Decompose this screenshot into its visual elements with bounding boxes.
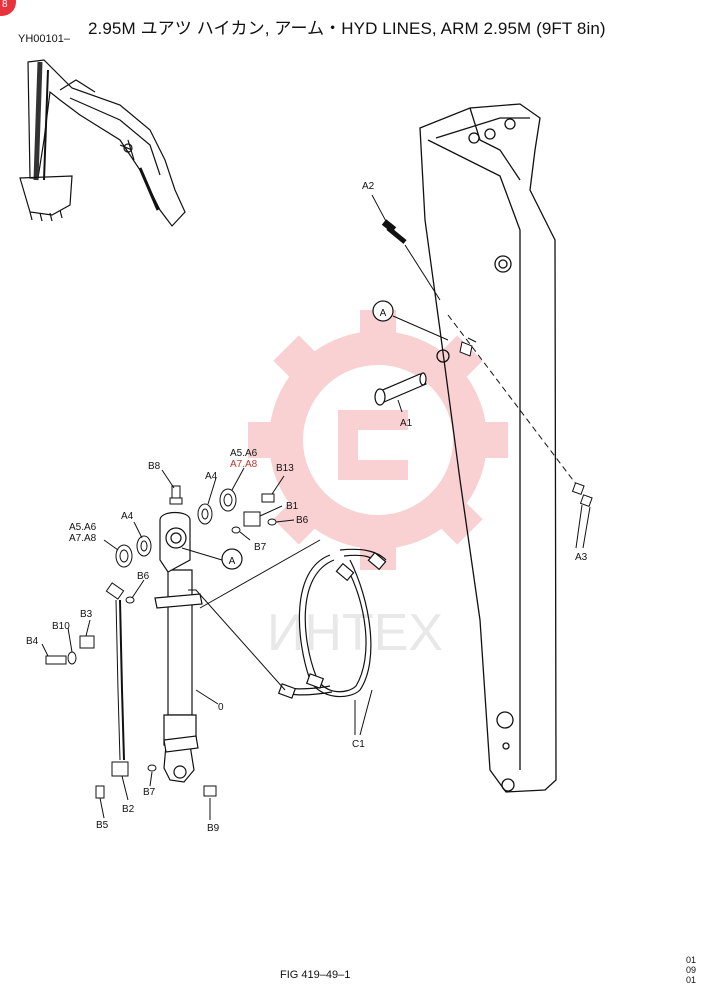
tube-b2: [119, 599, 125, 761]
figure-number: FIG 419–49–1: [280, 969, 351, 981]
watermark: ИНТЕХ: [248, 310, 508, 662]
label-a1: A1: [400, 418, 413, 429]
label-leaders: [41, 467, 295, 820]
clip-a: [459, 337, 477, 357]
bolt-a2: [381, 219, 407, 244]
revision-codes: 01 09 01: [686, 955, 696, 985]
label-zero: 0: [218, 702, 224, 713]
callout-a-upper: A: [372, 300, 394, 322]
revision-code-2: 09: [686, 965, 697, 975]
excavator-thumbnail: [19, 59, 186, 227]
pipe-line: [181, 539, 321, 691]
label-b5: B5: [96, 820, 109, 831]
page-badge-number: 8: [2, 0, 8, 10]
leader-a1: [397, 399, 403, 413]
label-b10: B10: [52, 621, 70, 632]
label-b6-top: B6: [296, 515, 309, 526]
label-b7-bottom: B7: [143, 787, 156, 798]
nut-a3: [571, 482, 593, 508]
label-a2: A2: [362, 181, 375, 192]
watermark-text: ИНТЕХ: [267, 604, 443, 662]
leader-a3: [447, 314, 583, 493]
label-a4-left: A4: [121, 511, 134, 522]
label-b3: B3: [80, 609, 93, 620]
tube-b2-inner: [115, 599, 121, 761]
label-a5a6-left: A5.A6: [69, 522, 97, 533]
label-b9: B9: [207, 823, 220, 834]
leader-a3-label: [575, 504, 591, 549]
label-b2: B2: [122, 804, 135, 815]
revision-code-1: 01: [686, 955, 697, 965]
callout-a-lower: A: [221, 548, 243, 570]
label-b13: B13: [276, 463, 294, 474]
watermark-gear-icon: [248, 310, 508, 570]
arm-body: [419, 103, 557, 793]
label-b4: B4: [26, 636, 39, 647]
label-a7a8-left: A7.A8: [69, 533, 97, 544]
hydraulic-cylinder: [154, 511, 203, 783]
label-a4-right: A4: [205, 471, 218, 482]
pin-a1: [374, 372, 427, 406]
label-c1: C1: [352, 739, 365, 750]
leader-a2: [371, 194, 441, 301]
part-labels: A2 A1 A3 B8 A4 A5.A6 A7.A8 B13 B1 B6 B7 …: [26, 181, 588, 834]
document-code: YH00101–: [18, 33, 70, 45]
label-b7-top: B7: [254, 542, 267, 553]
leader-c1: [354, 689, 373, 736]
label-a5a6-right: A5.A6: [230, 448, 258, 459]
hose-c1: [277, 548, 387, 699]
callout-a-upper-label: A: [380, 308, 387, 319]
label-b8: B8: [148, 461, 161, 472]
page-title: 2.95M ユアツ ハイカン, アーム・HYD LINES, ARM 2.95M…: [88, 19, 606, 38]
revision-code-3: 01: [686, 975, 697, 985]
label-b1: B1: [286, 501, 299, 512]
label-a3: A3: [575, 552, 588, 563]
label-b6-left: B6: [137, 571, 150, 582]
label-a7a8-right: A7.A8: [230, 459, 258, 470]
fittings: [45, 485, 277, 799]
leader-callout-a-upper: [392, 315, 449, 341]
callout-a-lower-label: A: [229, 556, 236, 567]
